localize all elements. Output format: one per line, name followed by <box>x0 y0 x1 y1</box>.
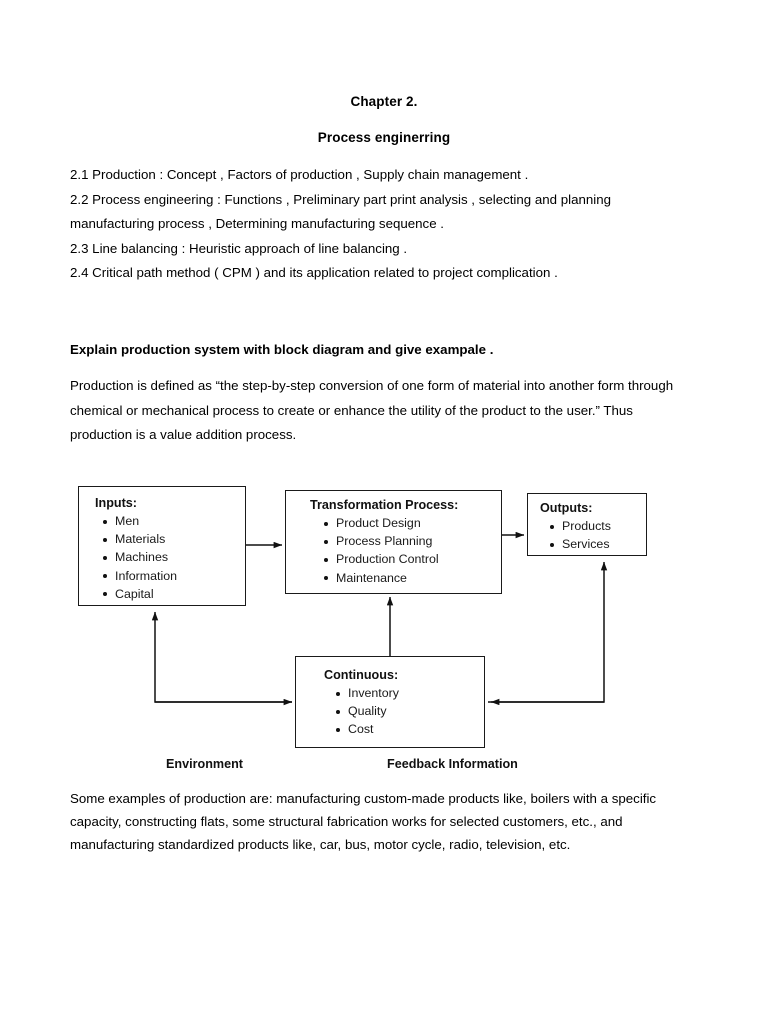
list-item: Process Planning <box>324 532 501 550</box>
list-item: Information <box>103 567 245 585</box>
diagram-box-outputs: Outputs: Products Services <box>527 493 647 556</box>
outline-item-2-2: 2.2 Process engineering : Functions , Pr… <box>70 191 612 232</box>
diagram-label-environment: Environment <box>166 757 243 771</box>
list-item: Materials <box>103 530 245 548</box>
examples-paragraph: Some examples of production are: manufac… <box>70 791 657 852</box>
list-item: Product Design <box>324 514 501 532</box>
outputs-box-list: Products Services <box>528 517 646 553</box>
list-item: Inventory <box>336 684 484 702</box>
diagram-box-inputs: Inputs: Men Materials Machines Informati… <box>78 486 246 606</box>
question-heading: Explain production system with block dia… <box>70 342 494 357</box>
inputs-box-list: Men Materials Machines Information Capit… <box>79 512 245 603</box>
continuous-box-list: Inventory Quality Cost <box>296 684 484 739</box>
outputs-box-title: Outputs: <box>540 501 593 515</box>
list-item: Maintenance <box>324 569 501 587</box>
transformation-box-title: Transformation Process: <box>310 498 459 512</box>
inputs-box-title: Inputs: <box>95 496 137 510</box>
diagram-box-continuous: Continuous: Inventory Quality Cost <box>295 656 485 748</box>
list-item: Quality <box>336 702 484 720</box>
arrow-feedback-loop-to-outputs <box>488 561 608 703</box>
list-item: Machines <box>103 548 245 566</box>
page-title: Chapter 2. <box>350 94 418 109</box>
diagram-box-transformation-process: Transformation Process: Product Design P… <box>285 490 502 594</box>
outline-item-2-4: 2.4 Critical path method ( CPM ) and its… <box>70 265 558 280</box>
continuous-box-title: Continuous: <box>324 668 399 682</box>
outline-list: 2.1 Production : Concept , Factors of pr… <box>70 163 690 286</box>
list-item: Services <box>550 535 646 553</box>
list-item: Men <box>103 512 245 530</box>
arrow-environment-loop-to-inputs <box>151 611 292 703</box>
list-item: Production Control <box>324 550 501 568</box>
list-item: Cost <box>336 720 484 738</box>
outline-item-2-1: 2.1 Production : Concept , Factors of pr… <box>70 167 529 182</box>
page-subtitle: Process enginerring <box>317 130 451 145</box>
list-item: Products <box>550 517 646 535</box>
definition-paragraph: Production is defined as “the step-by-st… <box>70 378 674 442</box>
list-item: Capital <box>103 585 245 603</box>
transformation-box-list: Product Design Process Planning Producti… <box>286 514 501 587</box>
outline-item-2-3: 2.3 Line balancing : Heuristic approach … <box>70 240 408 256</box>
diagram-label-feedback-information: Feedback Information <box>387 757 518 771</box>
